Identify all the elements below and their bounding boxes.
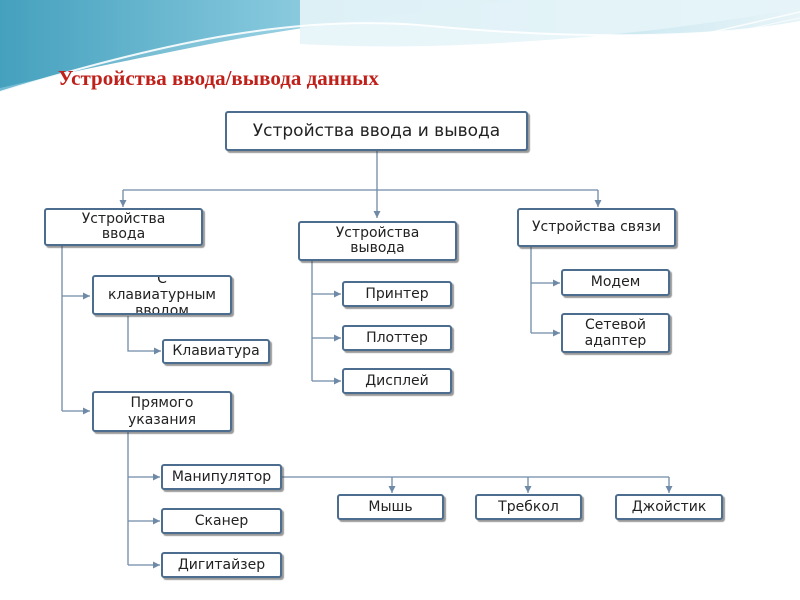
node-network-adapter: Сетевой адаптер [561, 313, 670, 353]
node-joystick-label: Джойстик [631, 498, 707, 515]
node-direct-pointing-label: Прямого указания [127, 395, 197, 428]
node-communication-devices: Устройства связи [517, 208, 676, 247]
node-keyboard-input: С клавиатурным вводом [92, 275, 232, 315]
node-trackball: Требкол [475, 494, 582, 520]
node-output-devices-label: Устройства вывода [335, 224, 420, 256]
node-output-devices: Устройства вывода [298, 221, 457, 261]
node-printer-label: Принтер [365, 285, 429, 302]
header-wave-decoration [0, 0, 800, 93]
node-mouse-label: Мышь [368, 498, 413, 515]
node-display-label: Дисплей [365, 372, 429, 389]
node-display: Дисплей [342, 368, 452, 394]
node-root-io-devices: Устройства ввода и вывода [225, 111, 528, 151]
node-manipulator: Манипулятор [161, 464, 282, 490]
node-keyboard-label: Клавиатура [172, 343, 260, 360]
slide-title: Устройства ввода/вывода данных [58, 66, 379, 90]
node-joystick: Джойстик [615, 494, 723, 520]
node-digitizer: Дигитайзер [161, 552, 282, 578]
node-communication-devices-label: Устройства связи [532, 218, 661, 235]
node-input-devices: Устройства ввода [44, 208, 203, 246]
node-direct-pointing: Прямого указания [92, 391, 232, 432]
node-mouse: Мышь [337, 494, 444, 520]
node-plotter: Плоттер [342, 325, 452, 351]
node-root-label: Устройства ввода и вывода [252, 120, 501, 141]
node-scanner: Сканер [161, 508, 282, 534]
node-scanner-label: Сканер [194, 512, 249, 529]
node-plotter-label: Плоттер [366, 329, 428, 346]
node-manipulator-label: Манипулятор [171, 468, 272, 485]
node-network-adapter-label: Сетевой адаптер [584, 316, 647, 349]
node-input-devices-label: Устройства ввода [81, 210, 166, 242]
node-trackball-label: Требкол [498, 498, 559, 515]
node-modem-label: Модем [590, 274, 641, 291]
node-printer: Принтер [342, 281, 452, 307]
node-keyboard: Клавиатура [162, 339, 270, 364]
node-modem: Модем [561, 269, 670, 296]
node-digitizer-label: Дигитайзер [177, 556, 266, 573]
node-keyboard-input-label: С клавиатурным вводом [107, 275, 216, 315]
